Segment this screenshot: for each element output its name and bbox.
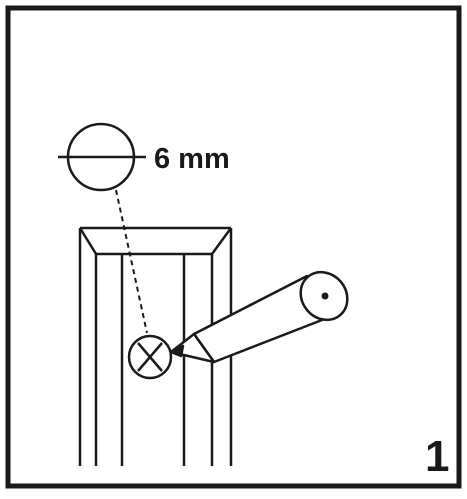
drill-mark-icon bbox=[127, 334, 173, 380]
drill-diameter-label: 6 mm bbox=[154, 143, 230, 175]
drill-size-icon bbox=[58, 122, 146, 192]
channel-profile bbox=[78, 226, 233, 466]
step-number: 1 bbox=[425, 432, 449, 481]
frame-border bbox=[5, 5, 462, 489]
leader-dashed-line bbox=[115, 189, 148, 334]
pencil-icon bbox=[169, 270, 349, 364]
